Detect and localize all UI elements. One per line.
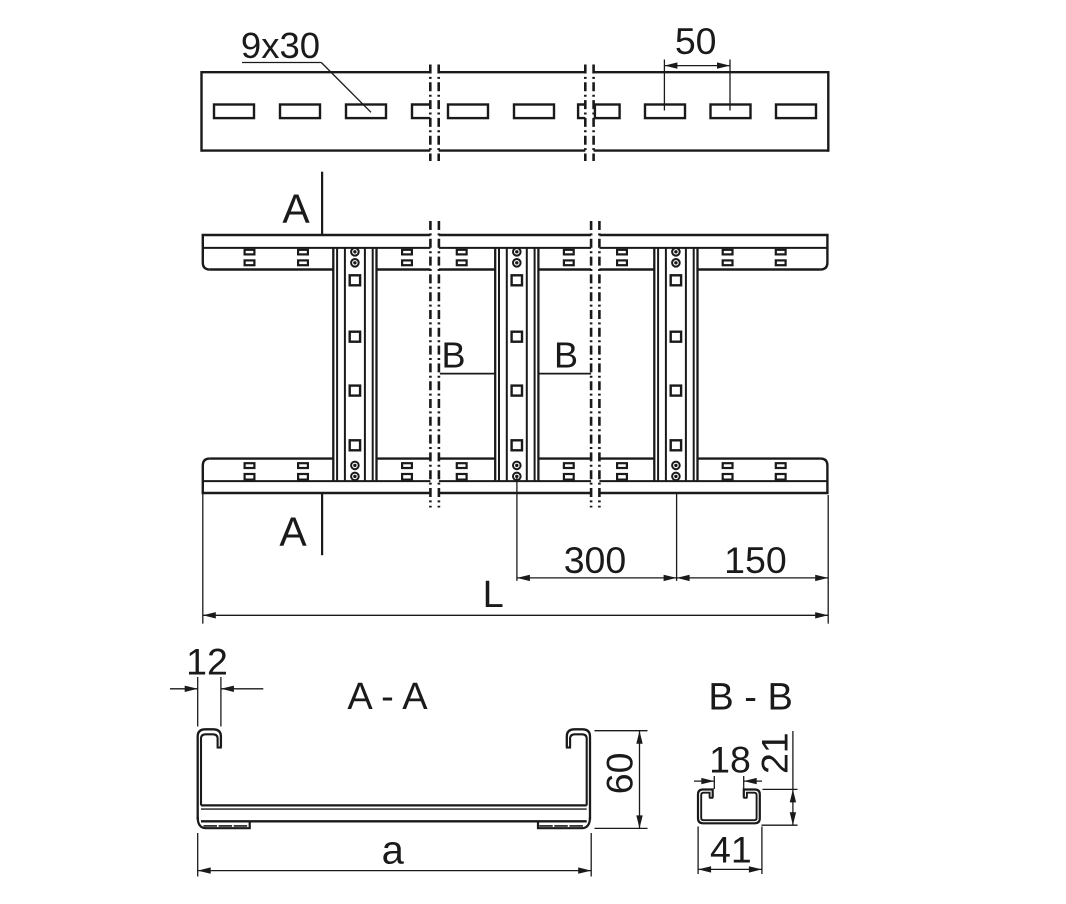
svg-text:300: 300 bbox=[564, 539, 627, 581]
svg-text:B: B bbox=[441, 334, 465, 375]
svg-text:a: a bbox=[382, 829, 405, 873]
svg-text:21: 21 bbox=[754, 732, 796, 774]
svg-text:L: L bbox=[483, 574, 504, 616]
svg-text:12: 12 bbox=[186, 641, 228, 683]
svg-text:18: 18 bbox=[709, 738, 751, 780]
svg-text:A - A: A - A bbox=[347, 676, 428, 718]
svg-text:60: 60 bbox=[599, 753, 641, 795]
svg-text:50: 50 bbox=[675, 20, 717, 62]
svg-text:A: A bbox=[282, 186, 310, 232]
svg-text:150: 150 bbox=[724, 539, 787, 581]
svg-text:B - B: B - B bbox=[708, 677, 792, 719]
svg-text:B: B bbox=[554, 334, 578, 375]
svg-text:A: A bbox=[279, 509, 307, 555]
svg-text:41: 41 bbox=[710, 829, 752, 871]
svg-text:9x30: 9x30 bbox=[241, 25, 320, 66]
